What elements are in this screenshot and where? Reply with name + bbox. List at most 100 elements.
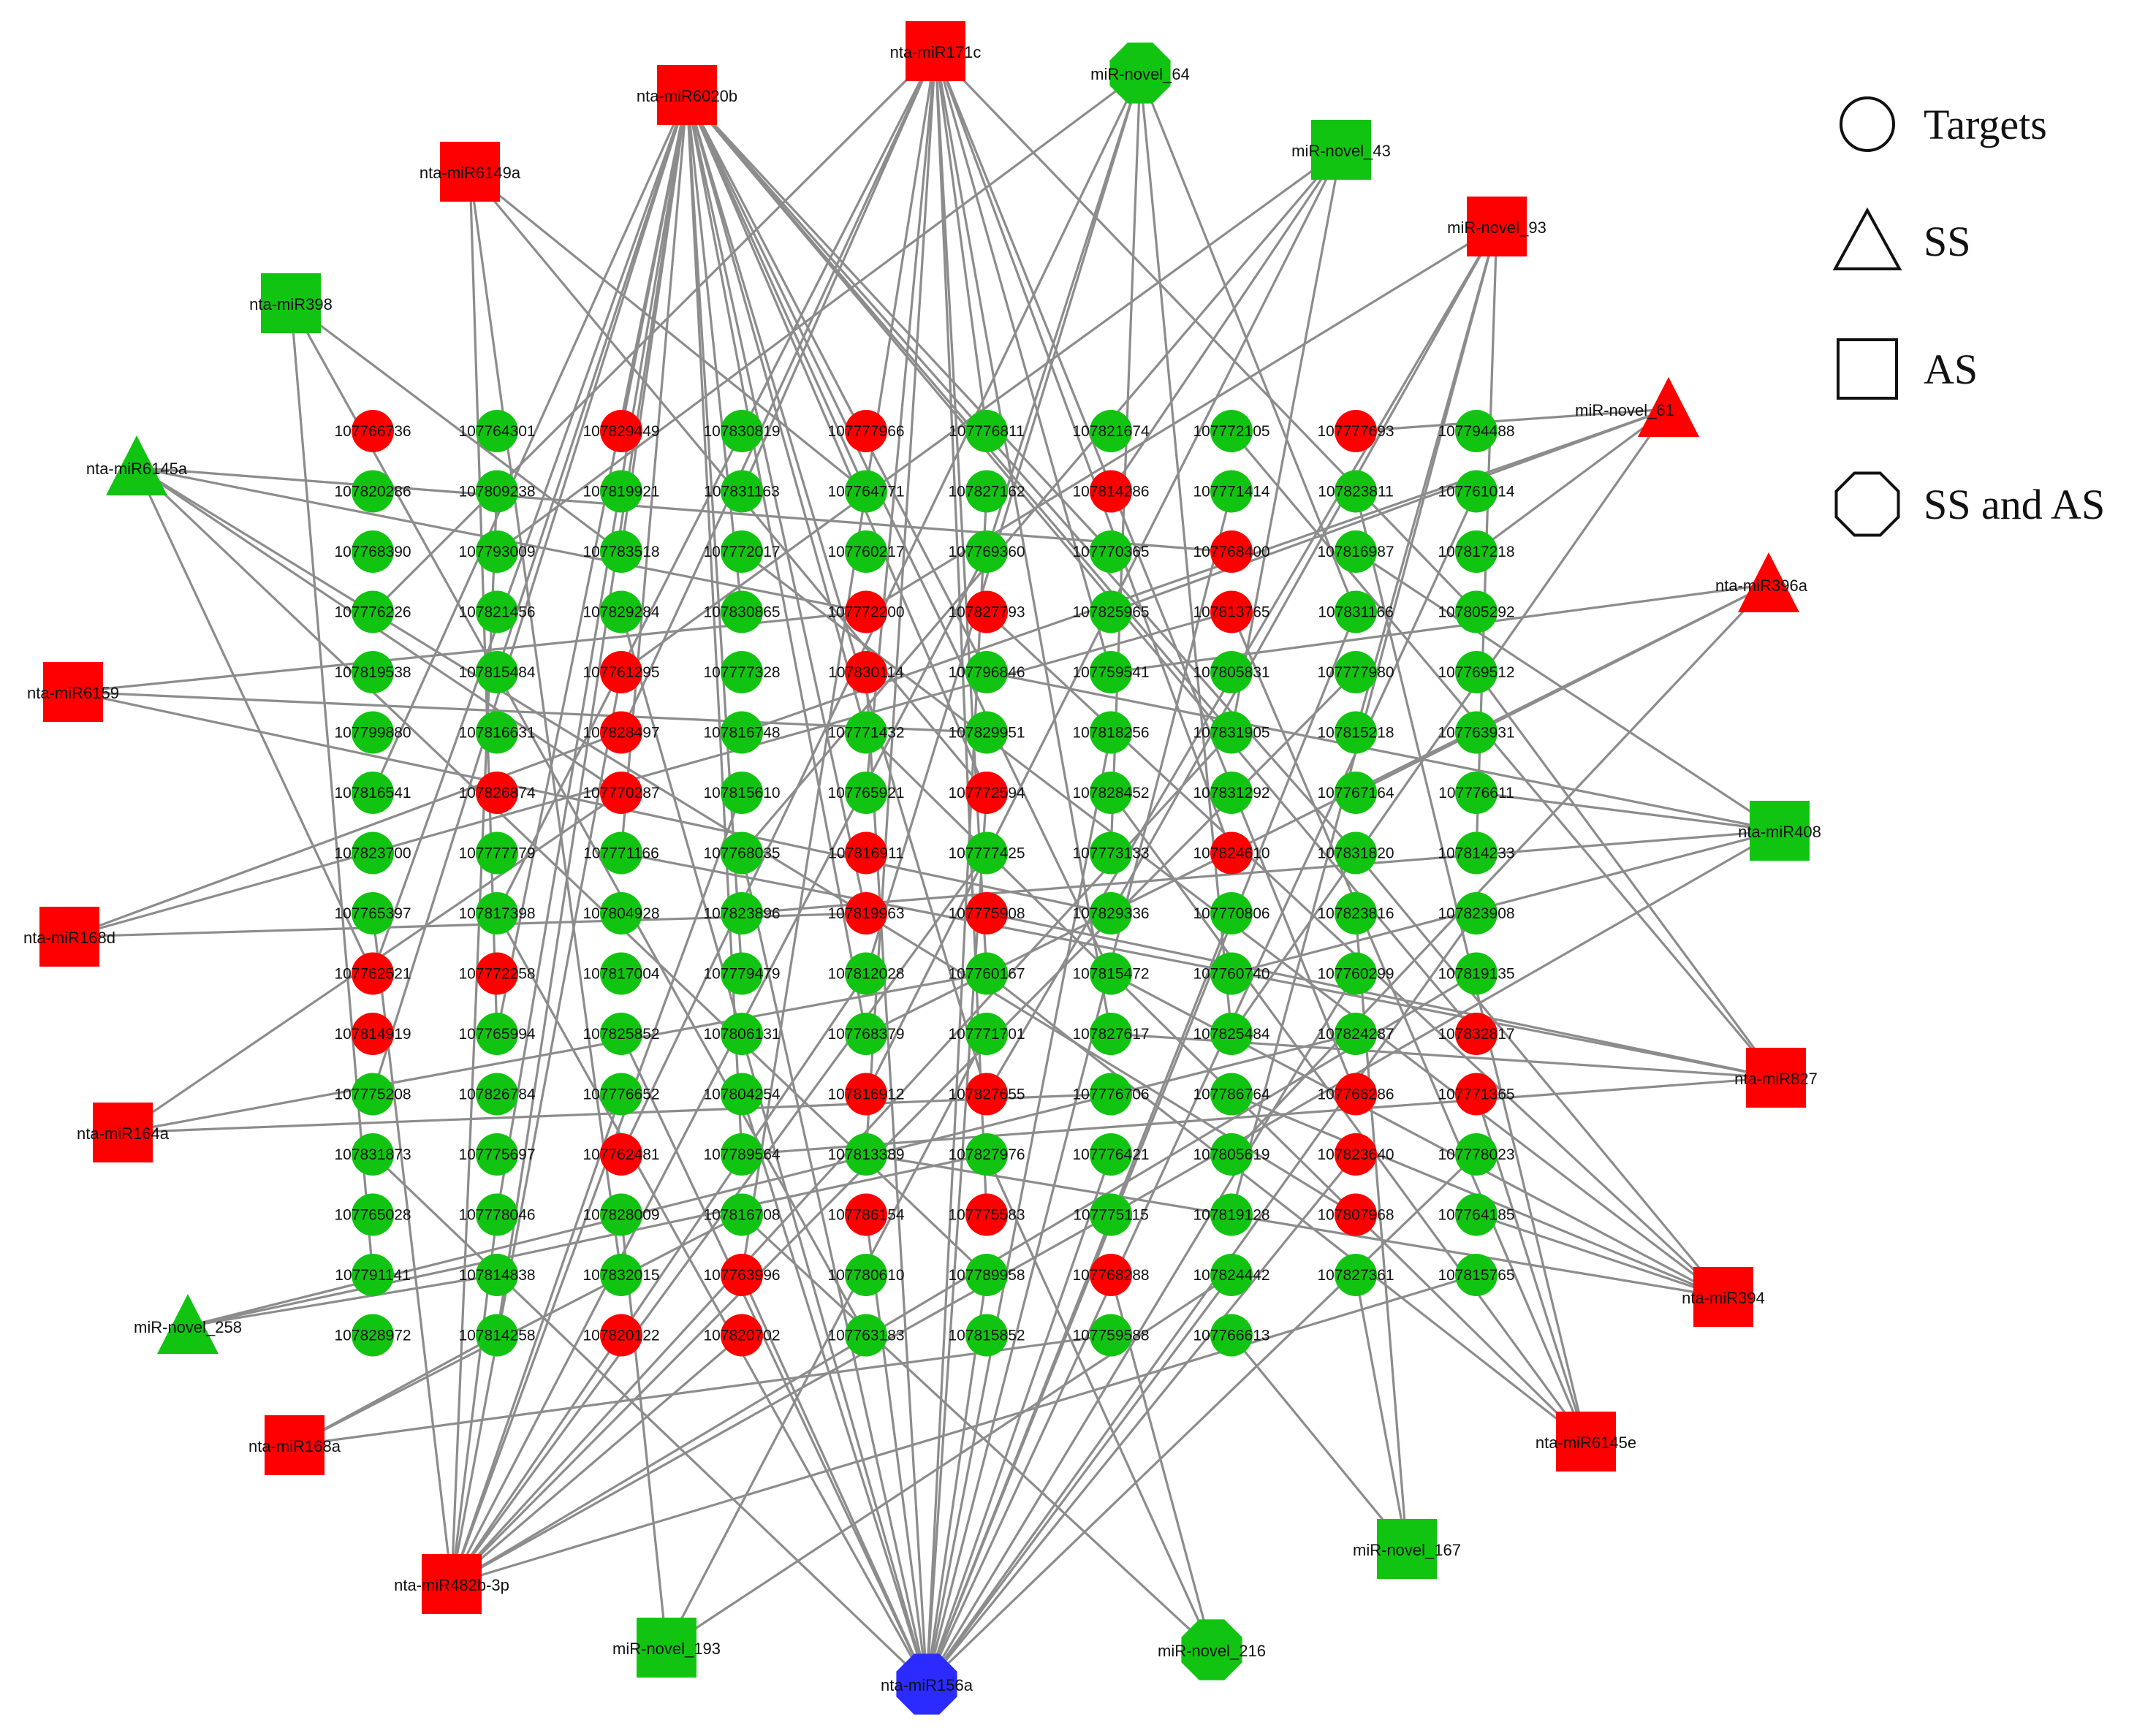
target-node[interactable]: 107827793 — [948, 590, 1025, 633]
mirna-node[interactable]: nta-miR482b-3p — [394, 1554, 509, 1614]
target-node[interactable]: 107821456 — [458, 590, 536, 633]
mirna-node[interactable]: miR-novel_167 — [1353, 1519, 1461, 1579]
target-node[interactable]: 107809238 — [458, 470, 536, 513]
target-node[interactable]: 107828009 — [582, 1193, 660, 1236]
target-node[interactable]: 107771365 — [1438, 1073, 1515, 1116]
target-node[interactable]: 107768035 — [703, 831, 781, 875]
target-node[interactable]: 107817218 — [1438, 530, 1515, 573]
target-node[interactable]: 107766613 — [1193, 1314, 1270, 1357]
target-node[interactable]: 107830819 — [703, 410, 781, 452]
target-node[interactable]: 107832015 — [582, 1254, 660, 1296]
target-node[interactable]: 107761014 — [1438, 470, 1515, 513]
target-node[interactable]: 107765397 — [334, 892, 411, 934]
target-node[interactable]: 107828972 — [334, 1314, 411, 1357]
target-node[interactable]: 107777966 — [827, 410, 905, 452]
target-node[interactable]: 107762481 — [582, 1133, 660, 1176]
target-node[interactable]: 107783518 — [582, 530, 660, 573]
target-node[interactable]: 107832817 — [1438, 1013, 1515, 1055]
target-node[interactable]: 107819963 — [827, 892, 905, 934]
target-node[interactable]: 107775208 — [334, 1073, 411, 1116]
target-node[interactable]: 107768390 — [334, 530, 411, 573]
target-node[interactable]: 107765921 — [827, 772, 905, 814]
target-node[interactable]: 107770806 — [1193, 892, 1270, 934]
target-node[interactable]: 107778046 — [458, 1193, 536, 1236]
target-node[interactable]: 107766736 — [334, 410, 411, 452]
target-node[interactable]: 107769512 — [1438, 651, 1515, 693]
target-node[interactable]: 107771414 — [1193, 470, 1270, 513]
target-node[interactable]: 107816631 — [458, 711, 536, 754]
target-node[interactable]: 107776706 — [1072, 1073, 1150, 1116]
mirna-node[interactable]: nta-miR398 — [249, 273, 333, 333]
target-node[interactable]: 107823816 — [1317, 892, 1394, 934]
target-node[interactable]: 107777693 — [1317, 410, 1394, 452]
target-node[interactable]: 107780610 — [827, 1254, 905, 1296]
target-node[interactable]: 107831905 — [1193, 711, 1270, 754]
target-node[interactable]: 107815610 — [703, 772, 781, 814]
target-node[interactable]: 107796846 — [948, 651, 1025, 693]
mirna-node[interactable]: miR-novel_258 — [134, 1294, 242, 1354]
target-node[interactable]: 107824287 — [1317, 1013, 1394, 1055]
target-node[interactable]: 107827162 — [948, 470, 1025, 513]
target-node[interactable]: 107804928 — [582, 892, 660, 934]
target-node[interactable]: 107775908 — [948, 892, 1025, 934]
target-node[interactable]: 107815472 — [1072, 952, 1150, 995]
target-node[interactable]: 107772017 — [703, 530, 781, 573]
target-node[interactable]: 107765028 — [334, 1193, 411, 1236]
mirna-node[interactable]: nta-miR408 — [1738, 801, 1821, 861]
mirna-node[interactable]: nta-miR6145a — [86, 435, 188, 495]
mirna-node[interactable]: nta-miR6149a — [420, 142, 521, 202]
target-node[interactable]: 107819921 — [582, 470, 660, 513]
target-node[interactable]: 107770287 — [582, 772, 660, 814]
target-node[interactable]: 107814286 — [1072, 470, 1150, 513]
target-node[interactable]: 107815484 — [458, 651, 536, 693]
target-node[interactable]: 107791141 — [335, 1254, 411, 1296]
target-node[interactable]: 107760299 — [1317, 952, 1394, 995]
mirna-node[interactable]: miR-novel_61 — [1575, 377, 1699, 437]
target-node[interactable]: 107777980 — [1317, 651, 1394, 693]
target-node[interactable]: 107768379 — [827, 1013, 905, 1055]
target-node[interactable]: 107794488 — [1438, 410, 1515, 452]
target-node[interactable]: 107770365 — [1072, 530, 1150, 573]
target-node[interactable]: 107812028 — [827, 952, 905, 995]
target-node[interactable]: 107820122 — [582, 1314, 660, 1357]
target-node[interactable]: 107826874 — [458, 772, 536, 814]
mirna-node[interactable]: nta-miR394 — [1682, 1267, 1765, 1327]
target-node[interactable]: 107821674 — [1072, 410, 1150, 452]
target-node[interactable]: 107768400 — [1193, 530, 1270, 573]
target-node[interactable]: 107772200 — [827, 590, 905, 633]
target-node[interactable]: 107830865 — [703, 590, 781, 633]
target-node[interactable]: 107759588 — [1072, 1314, 1150, 1357]
target-node[interactable]: 107776226 — [334, 590, 411, 633]
target-node[interactable]: 107789564 — [703, 1133, 781, 1176]
target-node[interactable]: 107764771 — [827, 470, 905, 513]
target-node[interactable]: 107776421 — [1072, 1133, 1150, 1176]
mirna-node[interactable]: nta-miR6020b — [637, 65, 737, 125]
target-node[interactable]: 107819128 — [1193, 1193, 1270, 1236]
mirna-node[interactable]: nta-miR156a — [881, 1653, 973, 1715]
target-node[interactable]: 107820702 — [703, 1314, 781, 1357]
mirna-node[interactable]: miR-novel_193 — [612, 1618, 721, 1678]
target-node[interactable]: 107816748 — [703, 711, 781, 754]
target-node[interactable]: 107776652 — [582, 1073, 660, 1116]
target-node[interactable]: 107776611 — [1438, 772, 1514, 814]
target-node[interactable]: 107816911 — [828, 831, 904, 875]
mirna-node[interactable]: miR-novel_43 — [1291, 120, 1391, 180]
target-node[interactable]: 107789958 — [948, 1254, 1025, 1296]
target-node[interactable]: 107823700 — [334, 831, 411, 875]
target-node[interactable]: 107815218 — [1317, 711, 1394, 754]
target-node[interactable]: 107771432 — [827, 711, 905, 754]
target-node[interactable]: 107766286 — [1317, 1073, 1394, 1116]
target-node[interactable]: 107793009 — [458, 530, 536, 573]
target-node[interactable]: 107815765 — [1438, 1254, 1515, 1296]
target-node[interactable]: 107771701 — [948, 1013, 1025, 1055]
target-node[interactable]: 107825965 — [1072, 590, 1150, 633]
target-node[interactable]: 107763931 — [1438, 711, 1515, 754]
target-node[interactable]: 107776811 — [949, 410, 1025, 452]
target-node[interactable]: 107813765 — [1193, 590, 1270, 633]
target-node[interactable]: 107830114 — [828, 651, 904, 693]
target-node[interactable]: 107815852 — [948, 1314, 1025, 1357]
target-node[interactable]: 107827617 — [1072, 1013, 1150, 1055]
target-node[interactable]: 107805292 — [1438, 590, 1515, 633]
target-node[interactable]: 107806131 — [703, 1013, 781, 1055]
target-node[interactable]: 107765994 — [458, 1013, 536, 1055]
